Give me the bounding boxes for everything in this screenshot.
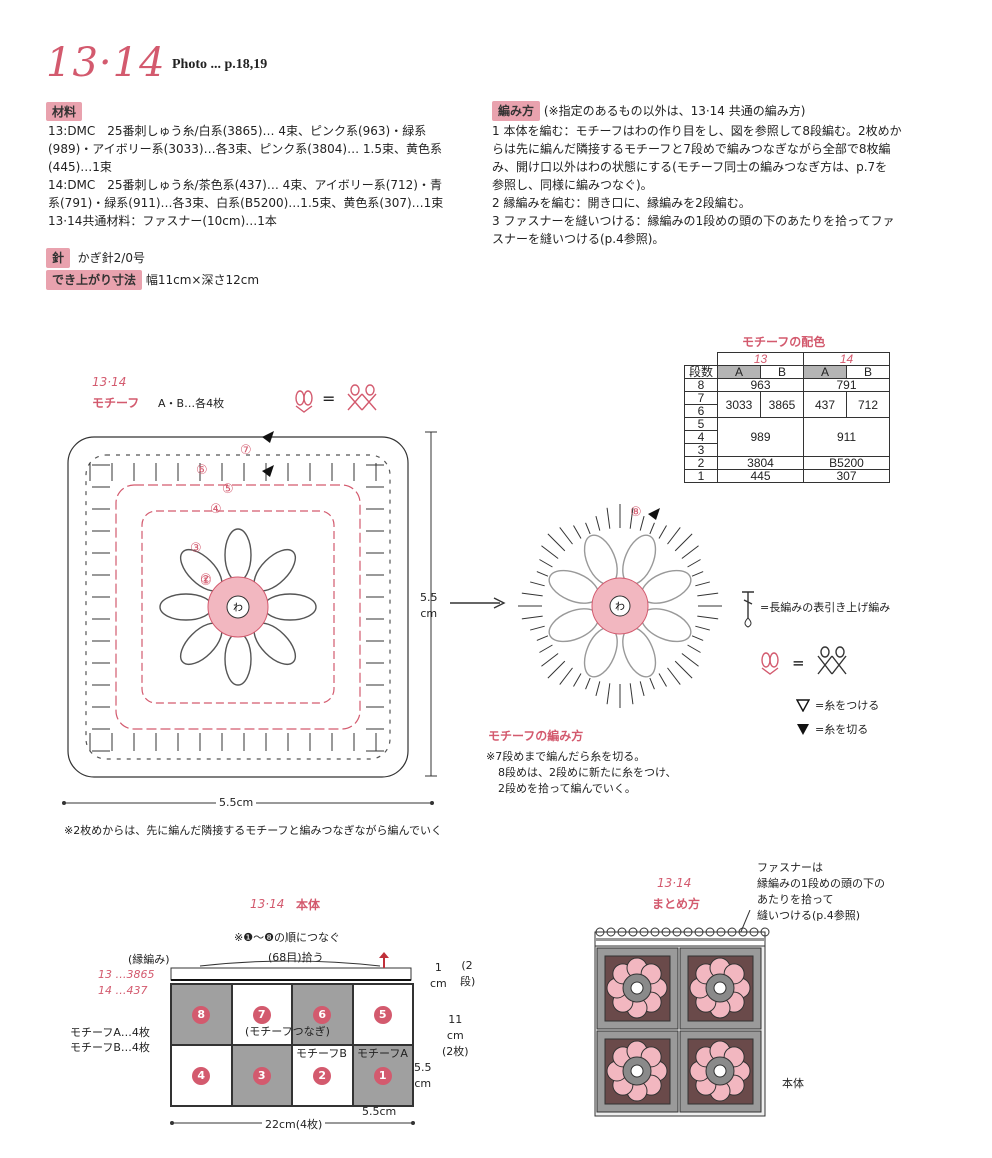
pattern-number: 13·14 bbox=[46, 40, 166, 86]
body-cell-number: 6 bbox=[313, 1005, 332, 1024]
zip-note: ファスナーは 縁編みの1段めの頭の下の あたりを拾って 縫いつける(p.4参照) bbox=[757, 861, 885, 922]
motif-tick-stitches bbox=[89, 463, 384, 752]
materials-tag: 材料 bbox=[46, 101, 83, 121]
motif-round-markers: ① ② ③ ④ ⑤ ⑥ ⑦ bbox=[190, 443, 252, 589]
puff-symbol-legend: = bbox=[295, 384, 377, 413]
flower-title: モチーフの編み方 bbox=[488, 729, 584, 743]
arrow-right-icon bbox=[450, 597, 506, 609]
yarn-cut-icon bbox=[797, 724, 809, 735]
edge-band bbox=[170, 952, 412, 981]
edge-rows: (2段) bbox=[460, 959, 476, 988]
body-cell: 2 bbox=[292, 1045, 353, 1106]
body-cell: 3 bbox=[231, 1045, 292, 1106]
flower-notes: ※7段めまで編んだら糸を切る。 8段めは、2段めに新たに糸をつけ、 2段めを拾っ… bbox=[486, 750, 677, 795]
photo-ref: Photo ... p.18,19 bbox=[172, 57, 268, 72]
flower-chart: わ ⑧ bbox=[518, 504, 722, 708]
body-cell: 4 bbox=[171, 1045, 232, 1106]
body-order-note: ※❶～❽の順につなぐ bbox=[234, 931, 340, 944]
edge-14: 14 …437 bbox=[98, 984, 148, 997]
body-title-num: 13·14 bbox=[250, 897, 285, 911]
body-grid: 8 7 6 5 4 3 2 1 bbox=[170, 983, 414, 1107]
body-width: 22cm(4枚) bbox=[262, 1117, 326, 1133]
body-cell-number: 5 bbox=[373, 1005, 392, 1024]
finish-title: まとめ方 bbox=[652, 897, 701, 911]
flower-center-label: わ bbox=[615, 601, 625, 613]
svg-text:③: ③ bbox=[190, 541, 202, 556]
finish-tile bbox=[679, 947, 762, 1030]
flower-outer-stitches bbox=[518, 504, 722, 708]
finish-illustration bbox=[594, 910, 770, 1117]
body-cell-number: 8 bbox=[192, 1005, 211, 1024]
motif-pink-rounds bbox=[115, 484, 361, 730]
legend-yarn-join: =糸をつける bbox=[815, 699, 880, 712]
cell-width: 5.5cm bbox=[362, 1105, 397, 1118]
body-cell-number: 2 bbox=[313, 1066, 332, 1085]
body-cell: 1 bbox=[352, 1045, 413, 1106]
motif-center-ring bbox=[226, 595, 250, 619]
join-label: (モチーフつなぎ) bbox=[245, 1025, 330, 1038]
motif-label: モチーフ bbox=[92, 396, 140, 410]
yarn-join-icon bbox=[796, 699, 810, 712]
finish-tile bbox=[679, 1030, 762, 1113]
body-cell: 8 bbox=[171, 984, 232, 1045]
svg-text:④: ④ bbox=[210, 502, 222, 517]
finish-body-label: 本体 bbox=[782, 1077, 804, 1090]
svg-text:②: ② bbox=[200, 572, 212, 587]
flower-round-marker: ⑧ bbox=[630, 505, 642, 520]
finish-tile bbox=[596, 947, 679, 1030]
motif-height-dim bbox=[425, 431, 437, 777]
legend-front-post: =長編みの表引き上げ編み bbox=[760, 601, 891, 614]
svg-text:⑥: ⑥ bbox=[196, 463, 208, 478]
body-cell-number: 3 bbox=[252, 1066, 271, 1085]
body-cell: 6 bbox=[292, 984, 353, 1045]
motif-label-num: 13·14 bbox=[92, 375, 127, 389]
materials-text: 13:DMC 25番刺しゅう糸/白系(3865)… 4束、ピンク系(963)・緑… bbox=[48, 124, 444, 228]
body-cell: 5 bbox=[352, 984, 413, 1045]
motif-outer-round bbox=[67, 436, 409, 778]
svg-text:⑤: ⑤ bbox=[222, 482, 234, 497]
edge-label: (縁編み) bbox=[128, 953, 170, 966]
method-text: 1 本体を編む：モチーフはわの作り目をし、図を参照して8段編む。2枚めか らは先… bbox=[492, 124, 902, 246]
motif-center-label: わ bbox=[233, 602, 243, 614]
color-table-title: モチーフの配色 bbox=[742, 335, 826, 349]
finish-title-num: 13·14 bbox=[657, 876, 692, 890]
body-cell-number: 7 bbox=[252, 1005, 271, 1024]
svg-text:=: = bbox=[792, 654, 805, 672]
body-cell-number: 1 bbox=[373, 1066, 392, 1085]
body-cell: 7 bbox=[231, 984, 292, 1045]
motif-count: A・B…各4枚 bbox=[158, 397, 225, 410]
svg-text:=: = bbox=[322, 389, 335, 408]
body-title: 本体 bbox=[296, 898, 321, 912]
motif-b-count: モチーフB…4枚 bbox=[70, 1041, 150, 1054]
needle-row: 針 かぎ針2/0号 bbox=[46, 248, 145, 268]
size-row: でき上がり寸法 幅11cm×深さ12cm bbox=[46, 270, 259, 290]
motif-a-label: モチーフA bbox=[357, 1047, 408, 1060]
motif-width: 5.5cm bbox=[216, 795, 257, 811]
body-cell-number: 4 bbox=[192, 1066, 211, 1085]
finish-tile bbox=[596, 1030, 679, 1113]
front-post-dc-icon bbox=[742, 591, 754, 628]
motif-a-count: モチーフA…4枚 bbox=[70, 1026, 150, 1039]
motif-yarn-cut-markers bbox=[262, 431, 274, 477]
method-header: 編み方 (※指定のあるもの以外は、13·14 共通の編み方) bbox=[492, 101, 805, 121]
svg-text:⑦: ⑦ bbox=[240, 443, 252, 458]
svg-text:①: ① bbox=[200, 574, 212, 589]
motif-chart: わ ① ② ③ ④ ⑤ ⑥ ⑦ bbox=[67, 431, 409, 778]
motif-note: ※2枚めからは、先に編んだ隣接するモチーフと編みつなぎながら編んでいく bbox=[64, 824, 443, 837]
puff-legend-icon: = bbox=[761, 646, 847, 675]
flower-yarn-cut-marker bbox=[648, 508, 660, 520]
motif-b-label: モチーフB bbox=[296, 1047, 347, 1060]
edge-13: 13 …3865 bbox=[98, 968, 155, 981]
legend-yarn-cut: =糸を切る bbox=[815, 723, 869, 736]
flower-center-ring bbox=[609, 595, 631, 617]
